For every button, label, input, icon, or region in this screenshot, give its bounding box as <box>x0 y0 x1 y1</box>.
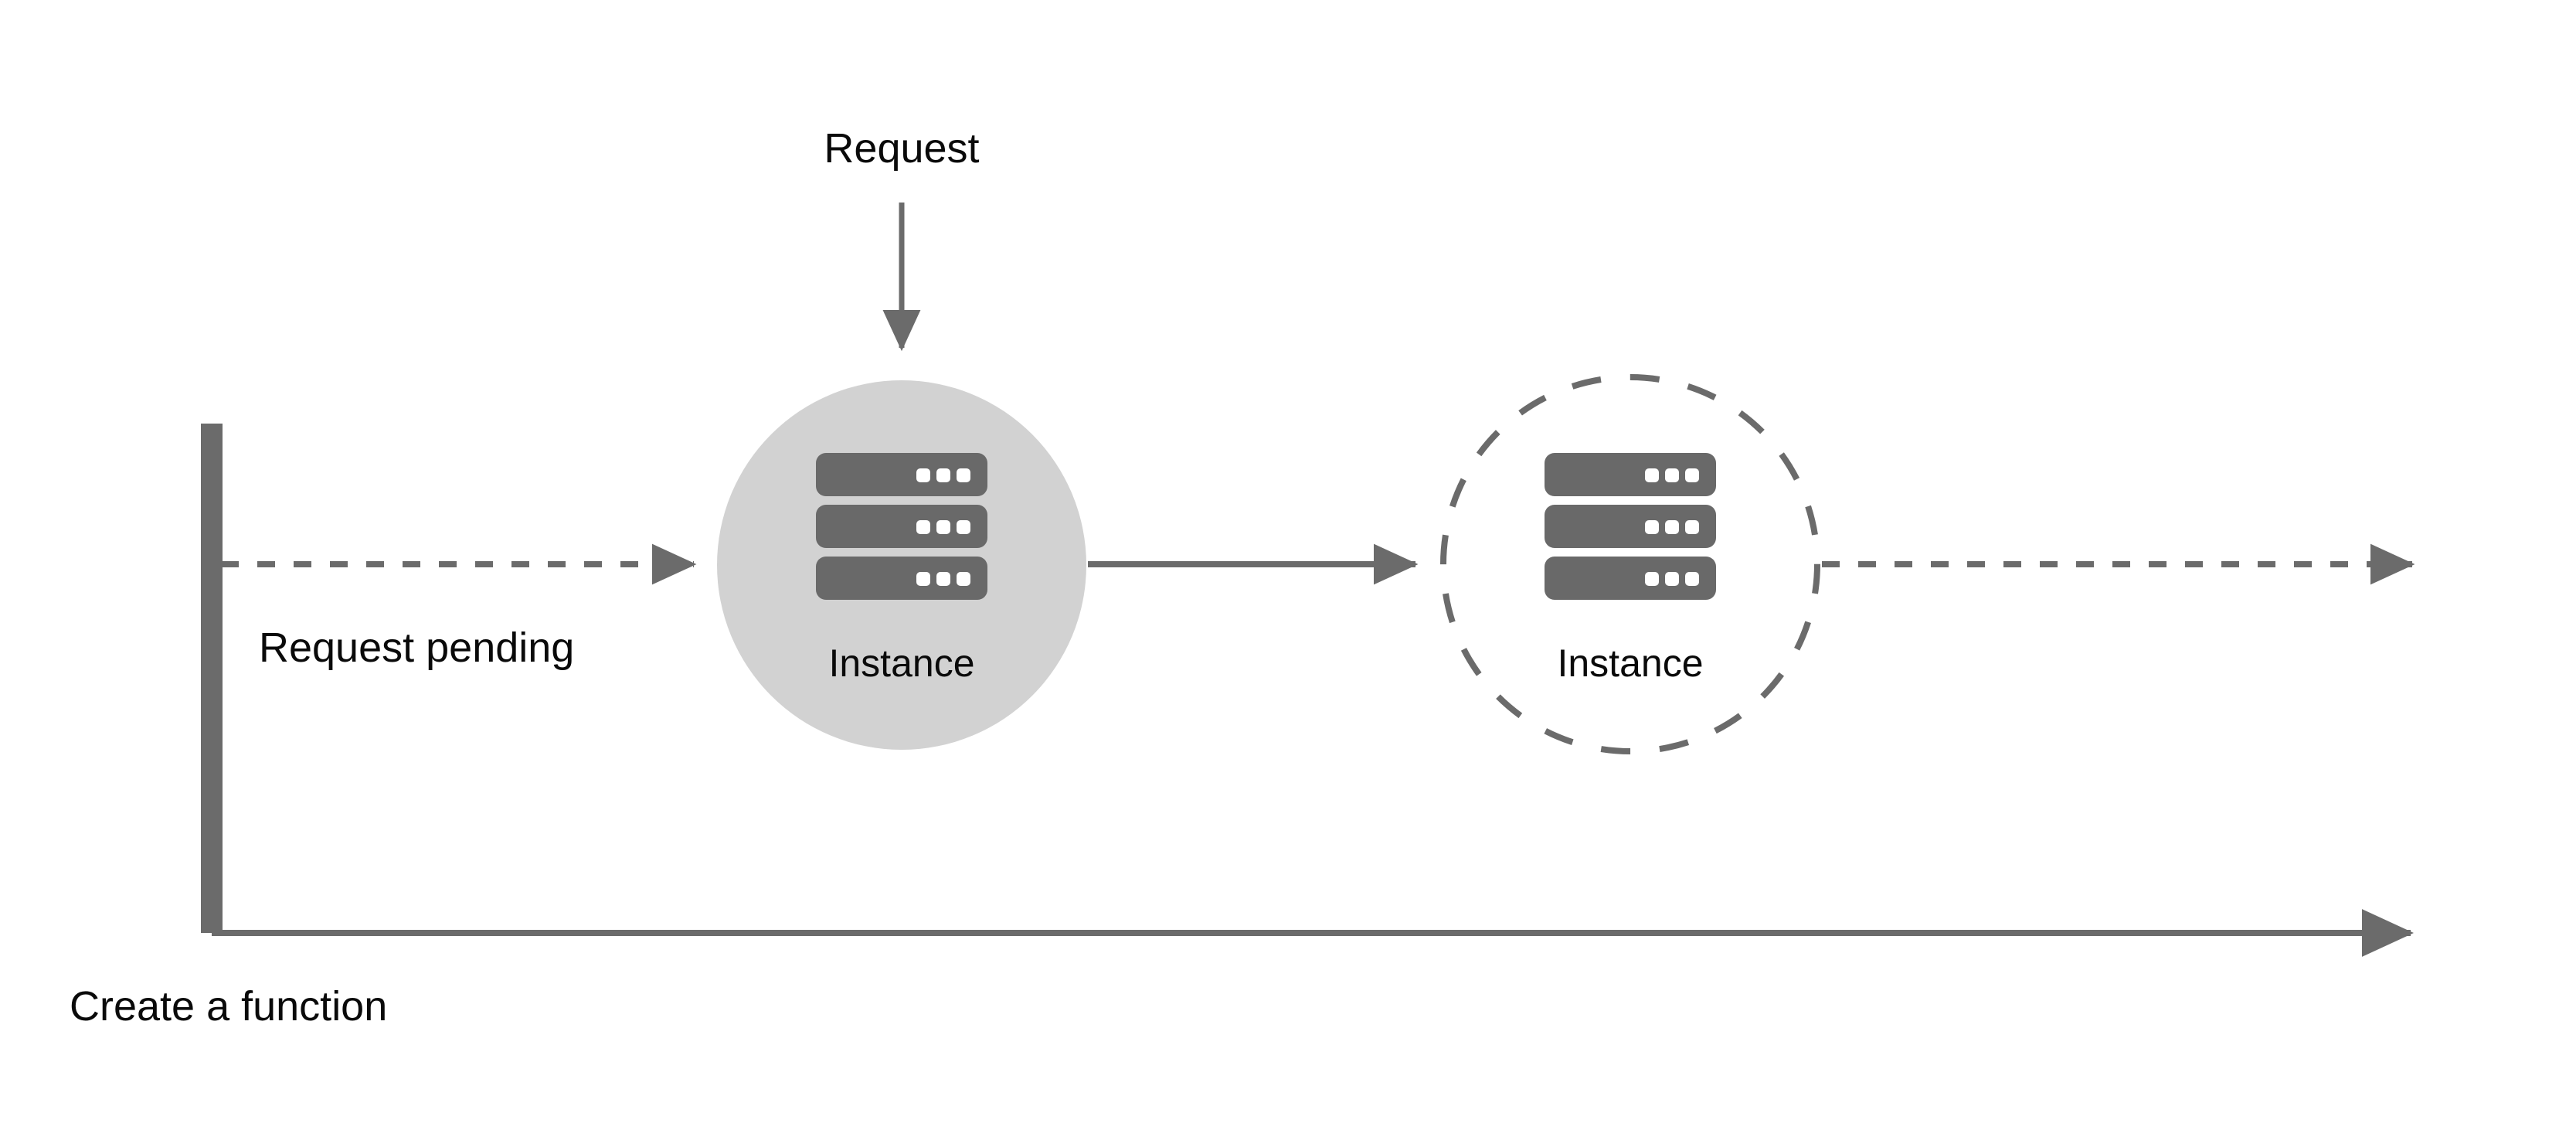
instance-active-node[interactable]: Instance <box>717 380 1086 750</box>
instance-pending-label: Instance <box>1557 642 1703 685</box>
request-pending-label: Request pending <box>259 625 574 671</box>
server-icon <box>816 453 987 600</box>
create-function-marker <box>201 424 223 933</box>
timeline-axis-label: Create a function <box>70 983 387 1030</box>
instance-pending-node[interactable]: Instance <box>1440 374 1820 754</box>
instance-active-label: Instance <box>828 642 974 685</box>
server-icon <box>1545 453 1716 600</box>
incoming-request-label: Request <box>824 125 979 172</box>
